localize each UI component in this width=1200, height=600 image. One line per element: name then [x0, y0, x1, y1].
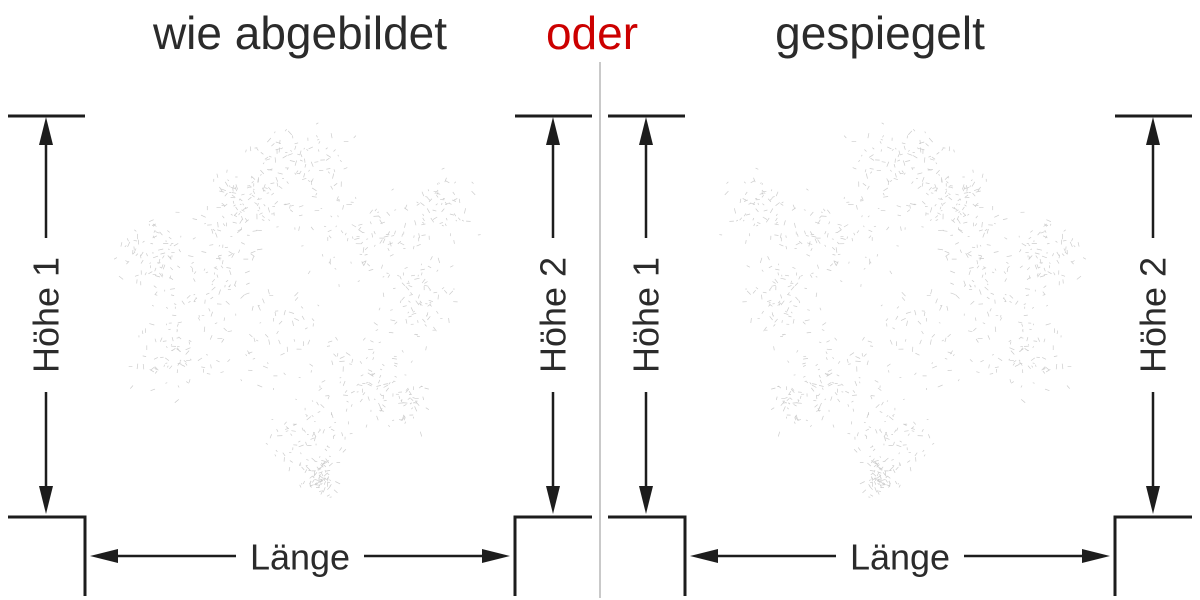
- option-mirrored-label: gespiegelt: [775, 7, 985, 59]
- corner-bracket-right: [513, 515, 592, 596]
- length-label: Länge: [250, 537, 350, 578]
- label-mask: [236, 533, 364, 579]
- height1-dimension: Höhe 1: [8, 114, 85, 514]
- height2-label: Höhe 2: [533, 257, 574, 373]
- panel-as-shown: Höhe 1 Höhe 2 Länge: [8, 114, 592, 596]
- length-dimension: Länge: [690, 533, 1110, 579]
- height2-label: Höhe 2: [1133, 257, 1174, 373]
- arrow-left-icon: [690, 549, 718, 563]
- height2-dimension: Höhe 2: [515, 114, 592, 514]
- length-dimension: Länge: [90, 533, 510, 579]
- height1-label: Höhe 1: [626, 257, 667, 373]
- arrow-up-icon: [1146, 117, 1160, 145]
- arrow-down-icon: [39, 486, 53, 514]
- label-mask: [836, 533, 964, 579]
- panel-mirrored: Höhe 1 Höhe 2 Länge: [600, 0, 1200, 600]
- arrow-left-icon: [90, 549, 118, 563]
- panel-divider: [599, 62, 601, 598]
- label-mask: [533, 238, 573, 392]
- corner-bracket-left: [8, 515, 87, 596]
- arrow-down-icon: [546, 486, 560, 514]
- arrow-up-icon: [546, 117, 560, 145]
- arrow-right-icon: [1082, 549, 1110, 563]
- length-label: Länge: [850, 537, 950, 578]
- arrow-up-icon: [39, 117, 53, 145]
- arrow-down-icon: [1146, 486, 1160, 514]
- label-mask: [626, 238, 666, 392]
- header-connector: oder: [545, 7, 639, 59]
- option-as-shown-label: wie abgebildet: [152, 7, 448, 59]
- arrow-down-icon: [639, 486, 653, 514]
- panel-mirrored-drawing: Höhe 1 Höhe 2 Länge: [608, 114, 1192, 596]
- arrow-right-icon: [482, 549, 510, 563]
- tree-sketch-image-mirrored: [719, 122, 1087, 498]
- corner-bracket-right: [1113, 515, 1192, 596]
- height2-dimension: Höhe 2: [1115, 114, 1192, 514]
- label-mask: [26, 238, 66, 392]
- height1-dimension: Höhe 1: [608, 114, 685, 514]
- label-mask: [1133, 238, 1173, 392]
- tree-sketch-image: [113, 122, 481, 498]
- arrow-up-icon: [639, 117, 653, 145]
- corner-bracket-left: [608, 515, 687, 596]
- height1-label: Höhe 1: [26, 257, 67, 373]
- panel-as-shown-drawing: Höhe 1 Höhe 2 Länge: [8, 114, 592, 596]
